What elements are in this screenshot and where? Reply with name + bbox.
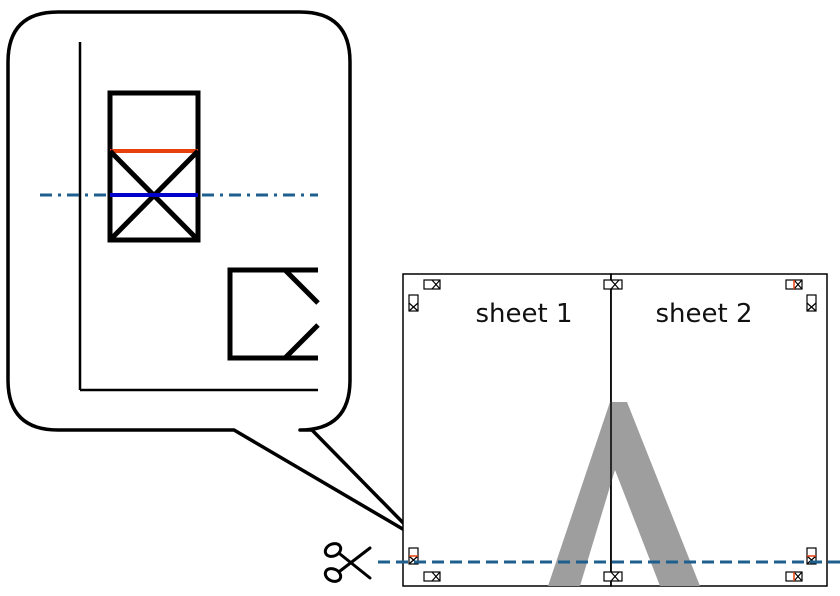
cross-box-mark (603, 571, 623, 582)
sheets-assembly: sheet 1 sheet 2 (402, 273, 828, 587)
cross-box-mark (423, 279, 441, 290)
zoom-second-mark (227, 267, 320, 361)
cross-box-mark (423, 571, 441, 582)
sheet-2-label: sheet 2 (655, 299, 752, 329)
magnifier-callout (6, 10, 420, 540)
cross-box-mark (408, 294, 419, 312)
sheet-1-label: sheet 1 (475, 299, 572, 329)
poster-shape (548, 402, 700, 586)
zoom-alignment-mark (107, 90, 201, 243)
scissors-icon (323, 542, 372, 583)
cross-box-mark (603, 279, 623, 290)
cross-box-mark (806, 294, 817, 312)
